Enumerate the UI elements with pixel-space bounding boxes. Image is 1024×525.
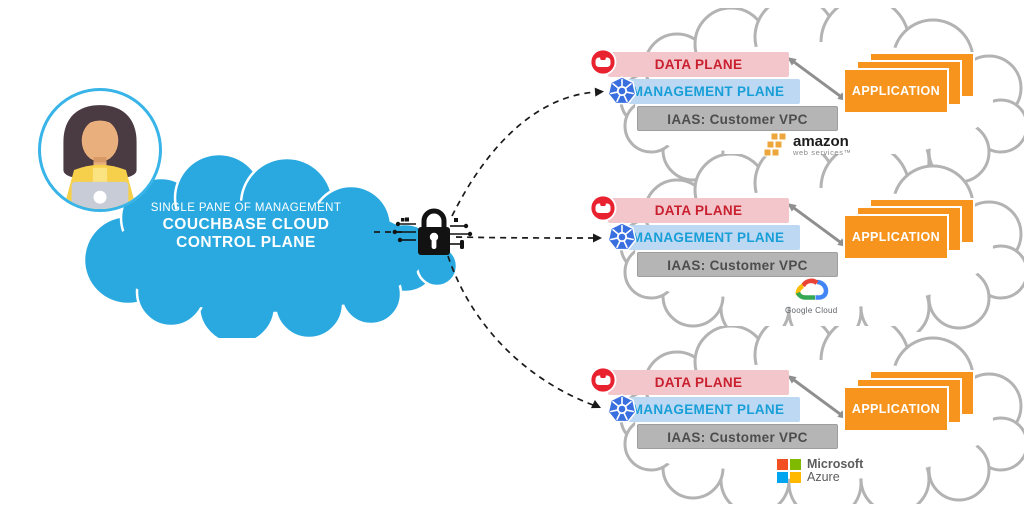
user-avatar xyxy=(38,88,162,212)
kubernetes-icon xyxy=(607,222,637,251)
dashed-arrow-to-azure xyxy=(447,255,594,406)
padlock-circuit-icon xyxy=(392,208,473,255)
azure-logo: Microsoft Azure xyxy=(777,457,864,485)
couchbase-icon xyxy=(589,366,617,394)
application-card-front: APPLICATION xyxy=(843,214,949,260)
aws-cloud: DATA PLANE MANAGEMENT PLANE IAAS: Custom… xyxy=(585,8,1024,186)
kubernetes-icon xyxy=(607,76,637,105)
management-plane-bar: MANAGEMENT PLANE xyxy=(616,79,800,104)
dashed-arrow-to-gcp xyxy=(455,236,595,239)
application-card-front: APPLICATION xyxy=(843,386,949,432)
iaas-bar: IAAS: Customer VPC xyxy=(637,424,838,449)
amazon-boxes-icon xyxy=(763,132,787,157)
azure-logo-subtext: Azure xyxy=(807,470,840,485)
google-cloud-cloud: DATA PLANE MANAGEMENT PLANE IAAS: Custom… xyxy=(585,154,1024,332)
google-cloud-logo: Google Cloud xyxy=(785,274,838,315)
application-card-front: APPLICATION xyxy=(843,68,949,114)
aws-logo-text: amazon xyxy=(793,132,849,150)
woman-with-laptop-icon xyxy=(63,105,137,209)
data-plane-bar: DATA PLANE xyxy=(608,198,789,223)
management-plane-bar: MANAGEMENT PLANE xyxy=(616,225,800,250)
application-stack: APPLICATION xyxy=(843,52,979,118)
azure-logo-text: Microsoft xyxy=(807,457,864,471)
couchbase-icon xyxy=(589,194,617,222)
control-plane-label: SINGLE PANE OF MANAGEMENT COUCHBASE CLOU… xyxy=(96,202,396,252)
control-plane-title-line2: CONTROL PLANE xyxy=(176,233,316,251)
application-stack: APPLICATION xyxy=(843,198,979,264)
control-plane-subtitle: SINGLE PANE OF MANAGEMENT xyxy=(150,202,342,214)
iaas-bar: IAAS: Customer VPC xyxy=(637,106,838,131)
control-plane-cloud xyxy=(52,138,464,346)
microsoft-squares-icon xyxy=(777,459,801,484)
google-cloud-icon xyxy=(795,278,829,300)
control-plane-title-line1: COUCHBASE CLOUD xyxy=(162,216,330,233)
application-stack: APPLICATION xyxy=(843,370,979,436)
aws-logo: amazon web services™ xyxy=(763,132,852,160)
security-lock xyxy=(392,198,476,270)
blue-cloud-shape xyxy=(82,152,459,346)
data-plane-bar: DATA PLANE xyxy=(608,370,789,395)
aws-logo-subtext: web services™ xyxy=(793,148,852,158)
google-cloud-logo-text: Google Cloud xyxy=(785,306,838,315)
azure-cloud: DATA PLANE MANAGEMENT PLANE IAAS: Custom… xyxy=(585,326,1024,504)
kubernetes-icon xyxy=(607,394,637,423)
management-plane-bar: MANAGEMENT PLANE xyxy=(616,397,800,422)
data-plane-bar: DATA PLANE xyxy=(608,52,789,77)
iaas-bar: IAAS: Customer VPC xyxy=(637,252,838,277)
couchbase-icon xyxy=(589,48,617,76)
